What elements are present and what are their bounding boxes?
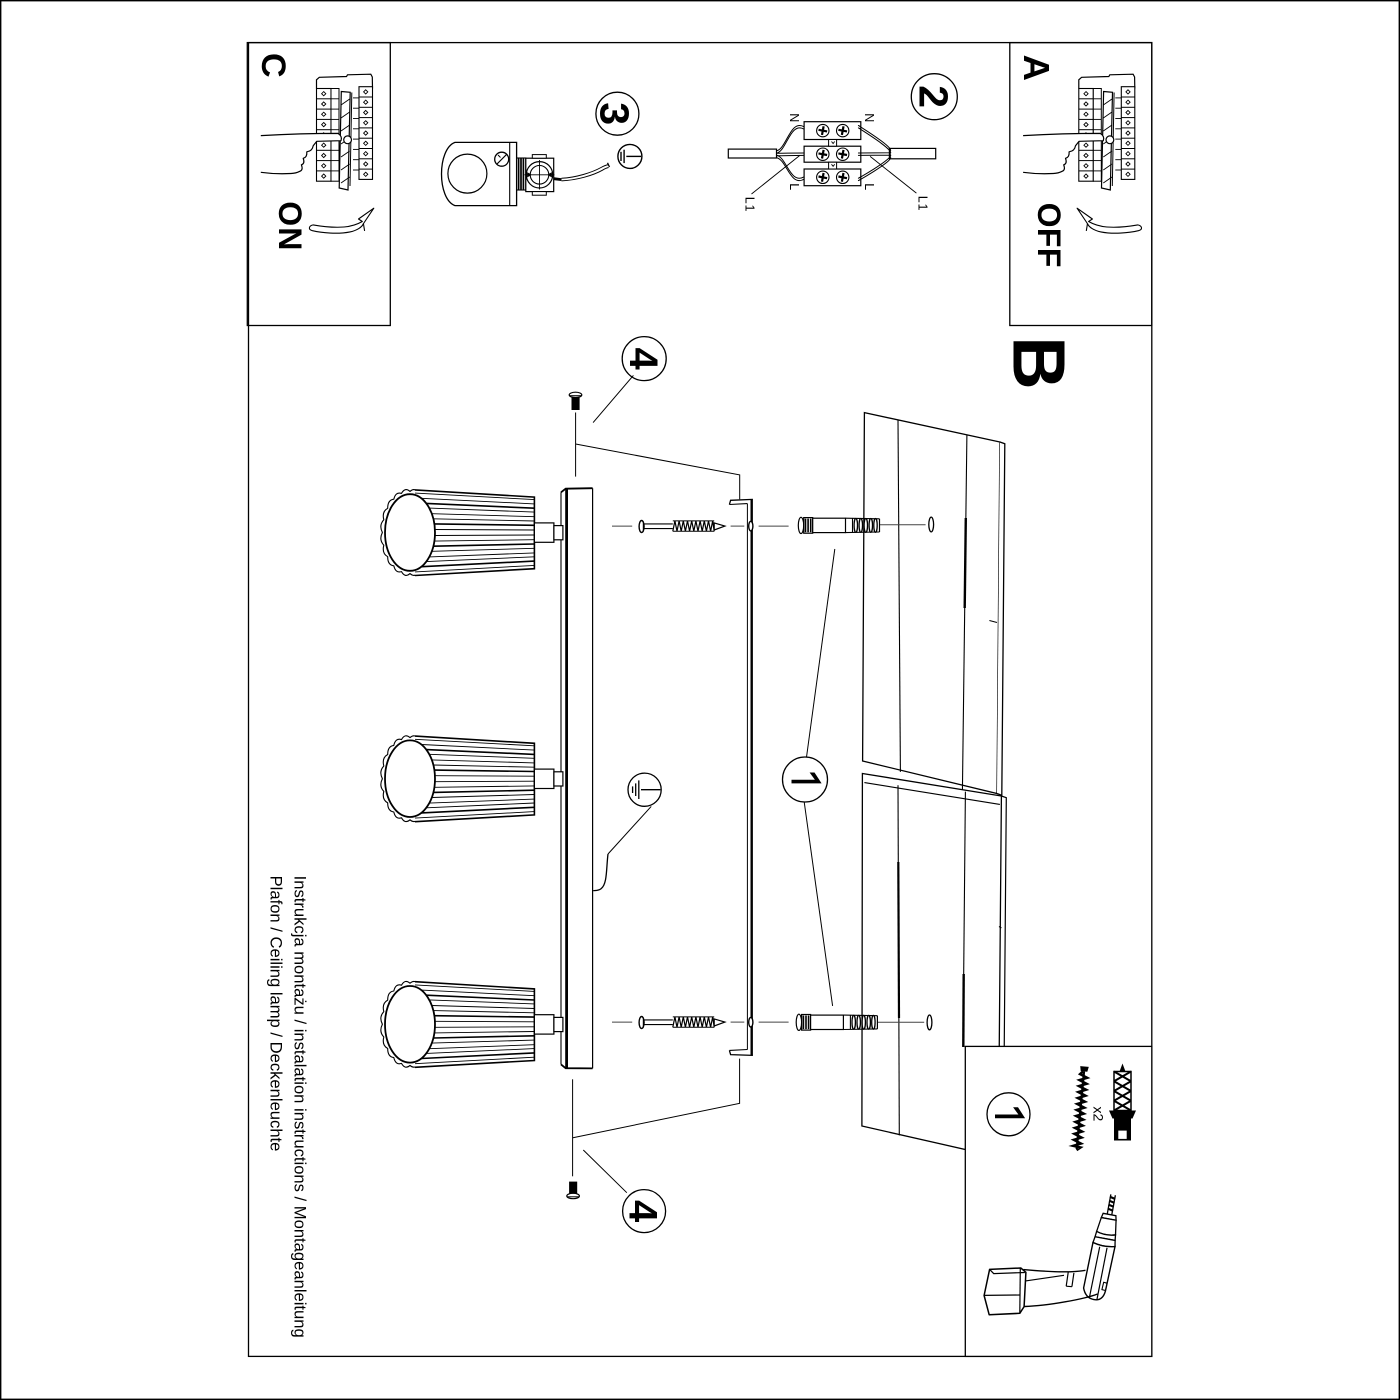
- svg-text:4: 4: [621, 1200, 665, 1223]
- svg-text:N: N: [862, 113, 876, 122]
- svg-text:L1: L1: [915, 196, 929, 212]
- svg-text:OFF: OFF: [1031, 203, 1067, 268]
- svg-text:A: A: [1016, 55, 1057, 81]
- svg-text:N: N: [787, 113, 801, 122]
- svg-text:L1: L1: [743, 197, 757, 213]
- svg-text:B: B: [998, 336, 1081, 389]
- svg-text:L: L: [787, 183, 801, 190]
- svg-text:4: 4: [621, 348, 665, 371]
- svg-text:2: 2: [911, 85, 957, 108]
- svg-text:C: C: [254, 53, 292, 78]
- svg-text:Plafon / Ceiling lamp / Decken: Plafon / Ceiling lamp / Deckenleuchte: [267, 876, 286, 1152]
- svg-text:x2: x2: [1091, 1107, 1107, 1122]
- svg-text:L: L: [862, 183, 876, 190]
- svg-text:Instrukcja montażu / instalati: Instrukcja montażu / instalation instruc…: [290, 876, 309, 1338]
- svg-text:ON: ON: [272, 201, 308, 251]
- svg-text:3: 3: [592, 102, 638, 125]
